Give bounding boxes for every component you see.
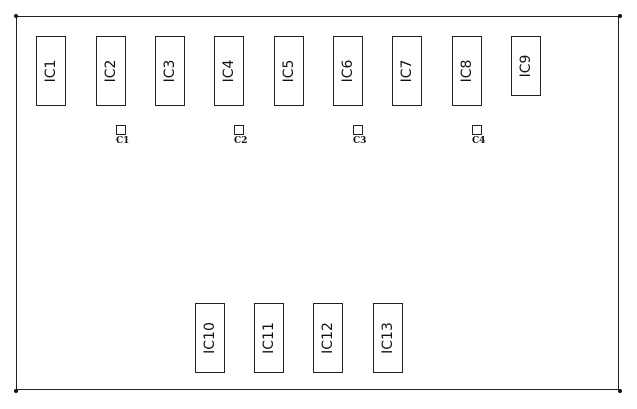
corner-dot bbox=[618, 14, 622, 18]
ic-label: IC6 bbox=[340, 59, 356, 83]
component-ic4[interactable]: IC4 bbox=[214, 36, 244, 106]
component-ic2[interactable]: IC2 bbox=[96, 36, 126, 106]
component-ic3[interactable]: IC3 bbox=[155, 36, 185, 106]
corner-dot bbox=[14, 14, 18, 18]
component-c3[interactable] bbox=[353, 125, 363, 135]
component-ic9[interactable]: IC9 bbox=[511, 36, 541, 96]
ic-label: IC9 bbox=[518, 54, 534, 78]
board-outline bbox=[16, 16, 619, 390]
cap-label: C1 bbox=[116, 136, 130, 146]
ic-label: IC10 bbox=[202, 322, 218, 354]
component-ic1[interactable]: IC1 bbox=[36, 36, 66, 106]
component-c1[interactable] bbox=[116, 125, 126, 135]
ic-label: IC3 bbox=[162, 59, 178, 83]
ic-label: IC8 bbox=[459, 59, 475, 83]
ic-label: IC13 bbox=[380, 322, 396, 354]
corner-dot bbox=[618, 389, 622, 393]
component-ic10[interactable]: IC10 bbox=[195, 303, 225, 373]
component-ic11[interactable]: IC11 bbox=[254, 303, 284, 373]
ic-label: IC2 bbox=[103, 59, 119, 83]
ic-label: IC4 bbox=[221, 59, 237, 83]
corner-dot bbox=[14, 389, 18, 393]
component-ic5[interactable]: IC5 bbox=[274, 36, 304, 106]
ic-label: IC1 bbox=[43, 59, 59, 83]
component-ic12[interactable]: IC12 bbox=[313, 303, 343, 373]
component-ic13[interactable]: IC13 bbox=[373, 303, 403, 373]
component-c2[interactable] bbox=[234, 125, 244, 135]
cap-label: C4 bbox=[472, 136, 486, 146]
component-ic6[interactable]: IC6 bbox=[333, 36, 363, 106]
ic-label: IC12 bbox=[320, 322, 336, 354]
component-ic8[interactable]: IC8 bbox=[452, 36, 482, 106]
cap-label: C2 bbox=[234, 136, 248, 146]
ic-label: IC7 bbox=[399, 59, 415, 83]
ic-label: IC11 bbox=[261, 322, 277, 354]
component-ic7[interactable]: IC7 bbox=[392, 36, 422, 106]
ic-label: IC5 bbox=[281, 59, 297, 83]
cap-label: C3 bbox=[353, 136, 367, 146]
component-c4[interactable] bbox=[472, 125, 482, 135]
